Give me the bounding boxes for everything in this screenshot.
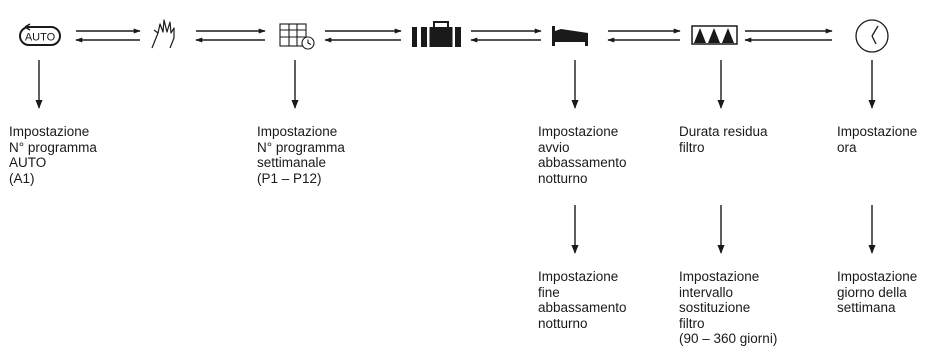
weekday-setting-label: Impostazione giorno della settimana (837, 269, 918, 315)
night-setback-start-label: Impostazione avvio abbassamento notturno (538, 124, 627, 186)
time-setting-label: Impostazione ora (837, 124, 918, 155)
filter-interval-label: Impostazione intervallo sostituzione fil… (679, 269, 778, 346)
suitcase-icon (412, 21, 461, 47)
filter-icon (691, 25, 738, 45)
night-setback-end-label: Impostazione fine abbassamento notturno (538, 269, 627, 331)
horizontal-arrows (75, 28, 833, 43)
weekly-program-label: Impostazione N° programma settimanale (P… (257, 124, 345, 186)
auto-cycle-icon: AUTO (19, 23, 61, 46)
weekly-calendar-clock-icon (279, 23, 315, 50)
auto-program-label: Impostazione N° programma AUTO (A1) (9, 124, 97, 186)
hand-pointer-icon (151, 19, 175, 49)
auto-icon-text: AUTO (25, 32, 56, 44)
filter-remaining-label: Durata residua filtro (679, 124, 768, 155)
bed-icon (552, 26, 588, 46)
vertical-arrows (35, 60, 876, 254)
clock-icon (855, 19, 889, 53)
